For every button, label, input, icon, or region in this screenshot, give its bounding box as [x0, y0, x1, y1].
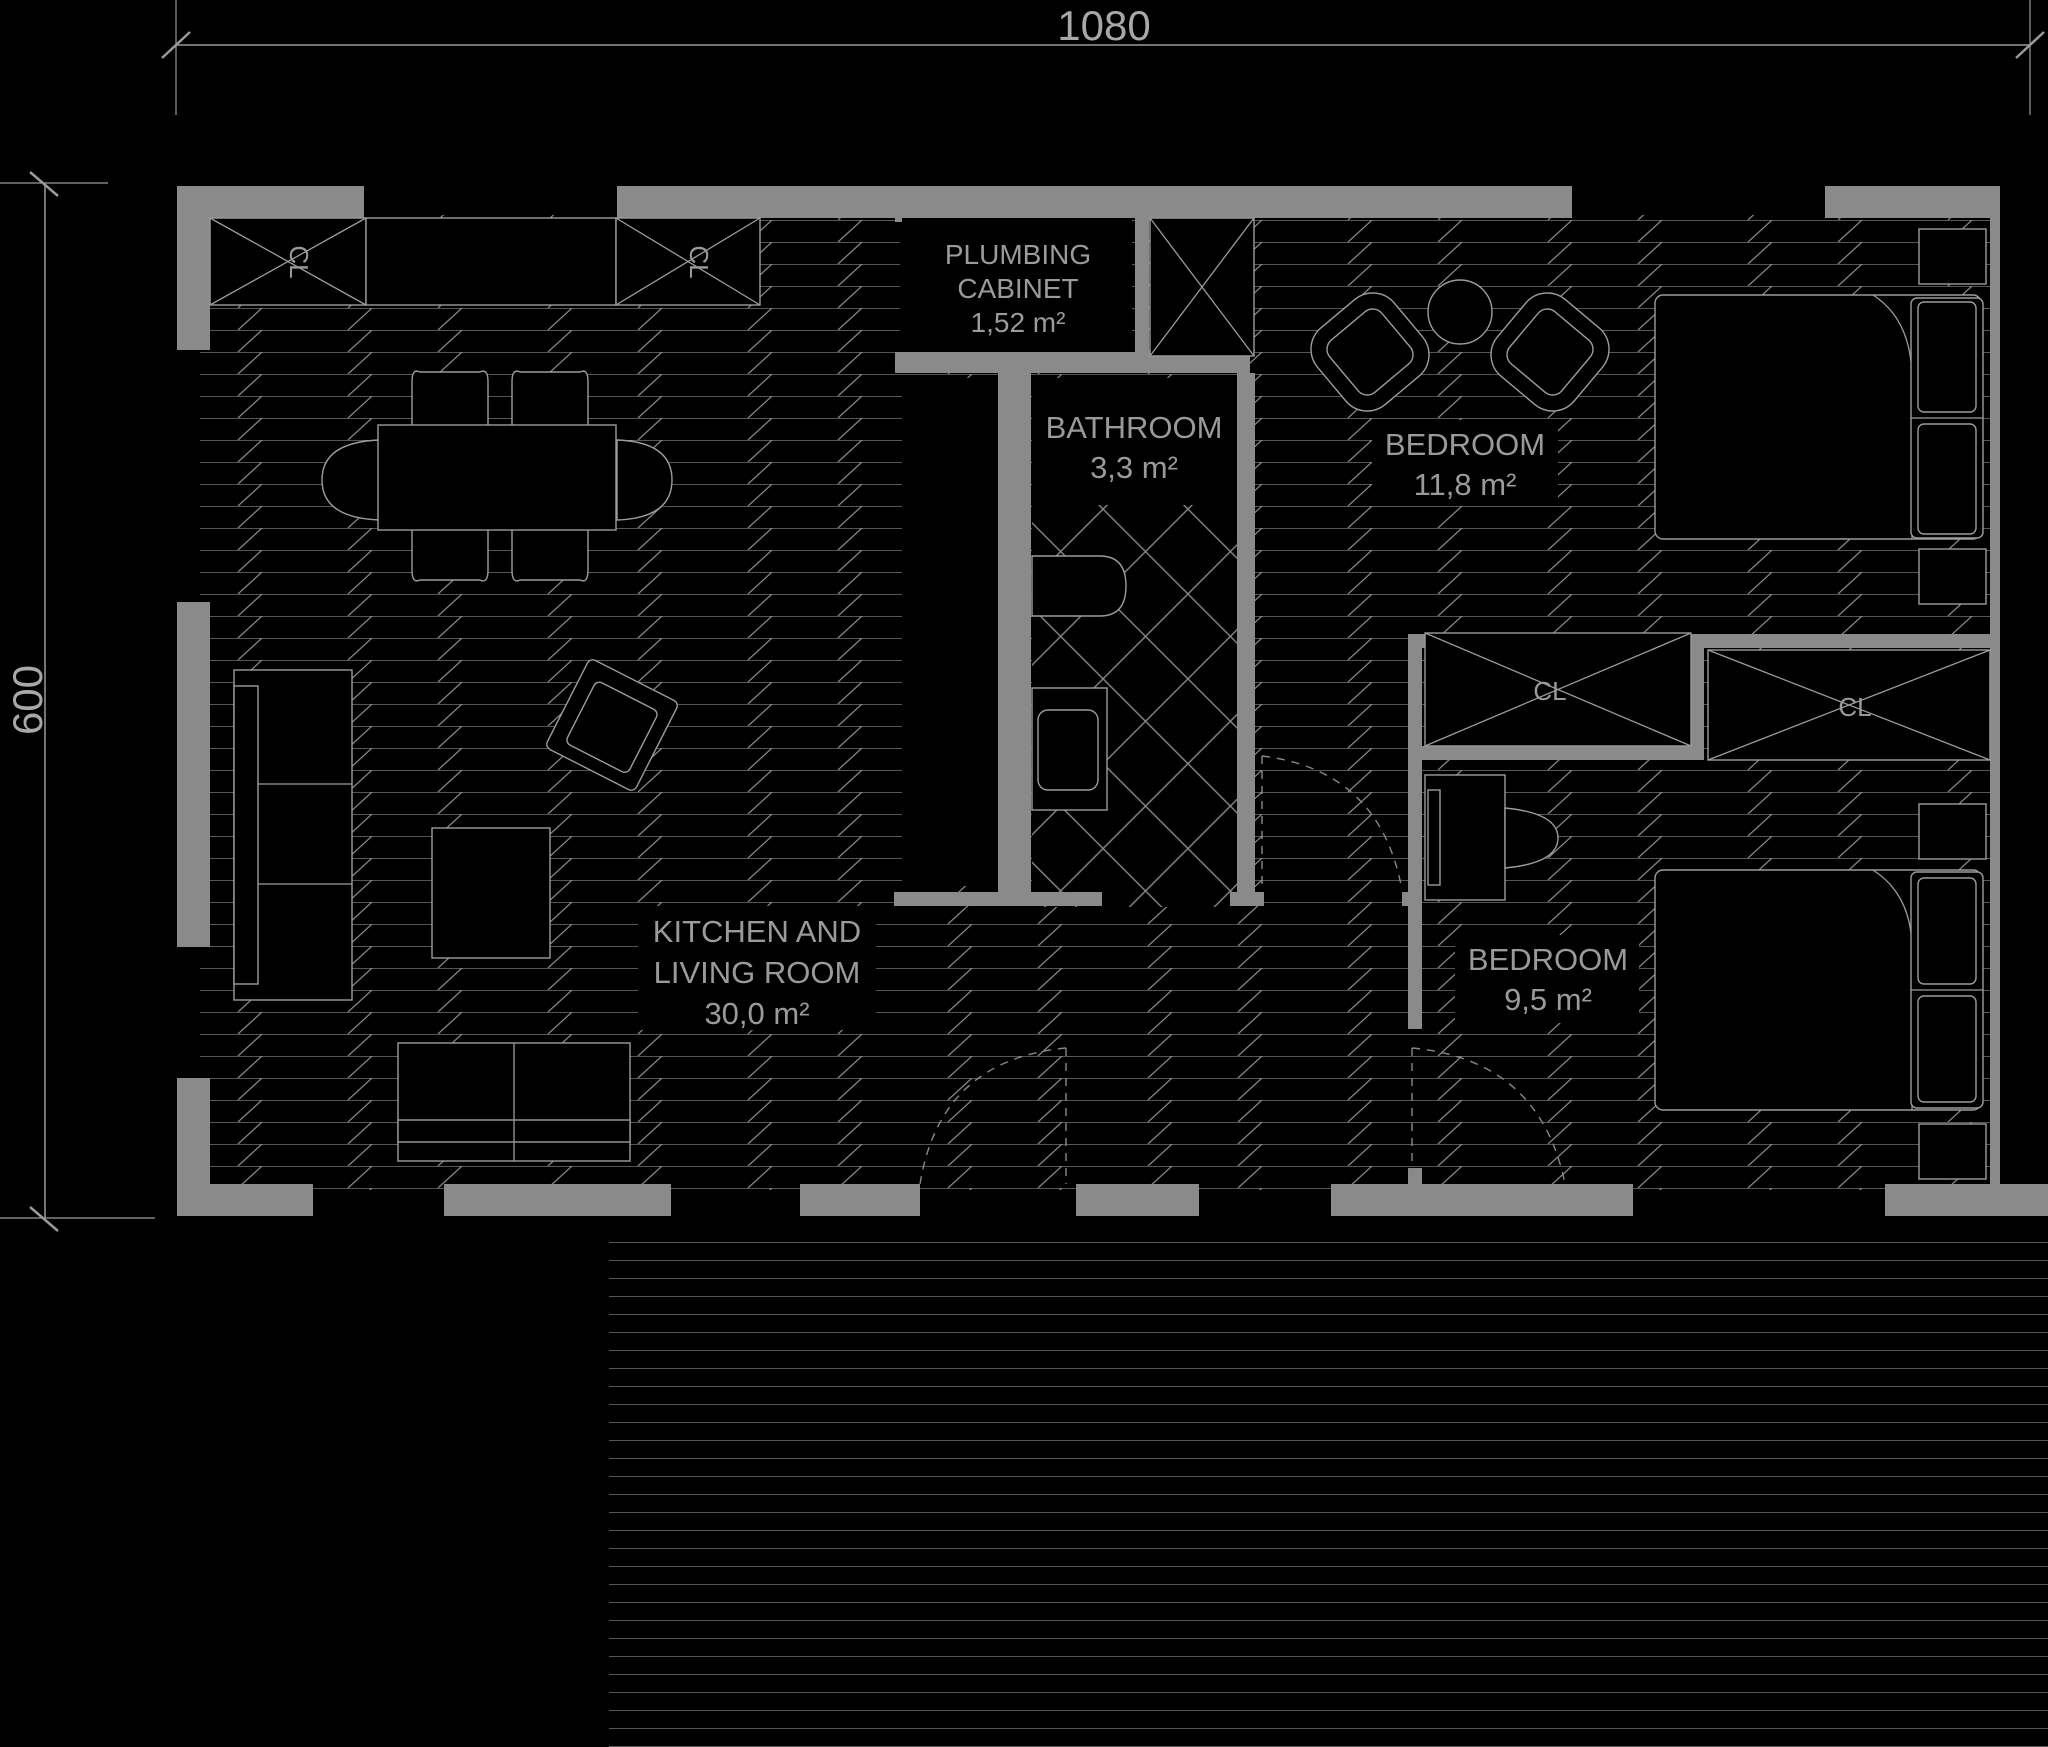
svg-text:BEDROOM: BEDROOM [1468, 942, 1628, 977]
service-shaft [1149, 217, 1255, 357]
bedroom-closet-2: CL [1707, 649, 1991, 761]
sofa-left [233, 669, 353, 1001]
outer-walls [177, 186, 2048, 1216]
svg-text:11,8 m²: 11,8 m² [1414, 467, 1517, 502]
nightstand [1918, 228, 1987, 285]
nightstand [1918, 1123, 1987, 1180]
bathroom-label-area [1032, 378, 1237, 508]
double-bed [1654, 294, 1984, 540]
terrace-deck [609, 1234, 2048, 1747]
lounge-chairs [1310, 279, 1610, 412]
label-plumbing-cabinet: PLUMBING CABINET 1,52 m² [900, 232, 1132, 342]
kitchen-counter [902, 378, 1002, 886]
closet-label: CL [284, 245, 314, 278]
kitchen-closet-right: CL [615, 217, 761, 306]
label-kitchen-living: KITCHEN AND LIVING ROOM 30,0 m² [638, 906, 876, 1031]
height-dimension-label: 600 [4, 665, 51, 735]
toilet [1031, 555, 1127, 617]
single-bed [1654, 869, 1984, 1111]
door-swings [919, 755, 1566, 1185]
svg-text:3,3 m²: 3,3 m² [1090, 450, 1178, 485]
coffee-table [431, 827, 551, 959]
svg-text:PLUMBING: PLUMBING [945, 239, 1091, 270]
bedroom-closet-1: CL [1424, 632, 1692, 747]
kitchen-closet-left: CL [209, 217, 367, 306]
svg-text:KITCHEN AND: KITCHEN AND [653, 914, 861, 949]
sofa-bottom [397, 1042, 631, 1162]
svg-text:BATHROOM: BATHROOM [1046, 410, 1223, 445]
label-bathroom: BATHROOM 3,3 m² [1046, 410, 1223, 485]
nightstand [1918, 803, 1987, 860]
kitchen-counter-top [365, 217, 617, 306]
dining-table [321, 370, 673, 582]
nightstand [1918, 548, 1987, 605]
armchair [546, 659, 678, 791]
label-bedroom-2: BEDROOM 9,5 m² [1455, 935, 1639, 1023]
svg-text:LIVING ROOM: LIVING ROOM [654, 955, 861, 990]
sink [1031, 687, 1108, 811]
closet-label: CL [1838, 692, 1871, 722]
label-bedroom-1: BEDROOM 11,8 m² [1372, 420, 1558, 506]
svg-text:30,0 m²: 30,0 m² [704, 996, 809, 1031]
closet-label: CL [1533, 676, 1566, 706]
dimension-height: 600 [0, 171, 155, 1232]
svg-text:9,5 m²: 9,5 m² [1504, 982, 1592, 1017]
closet-label: CL [684, 245, 714, 278]
inner-walls [894, 215, 1990, 1186]
svg-text:CABINET: CABINET [957, 273, 1078, 304]
dimension-width: 1080 [161, 0, 2045, 115]
svg-text:BEDROOM: BEDROOM [1385, 427, 1545, 462]
svg-text:1,52 m²: 1,52 m² [971, 307, 1066, 338]
desk [1424, 774, 1559, 901]
width-dimension-label: 1080 [1057, 2, 1150, 49]
